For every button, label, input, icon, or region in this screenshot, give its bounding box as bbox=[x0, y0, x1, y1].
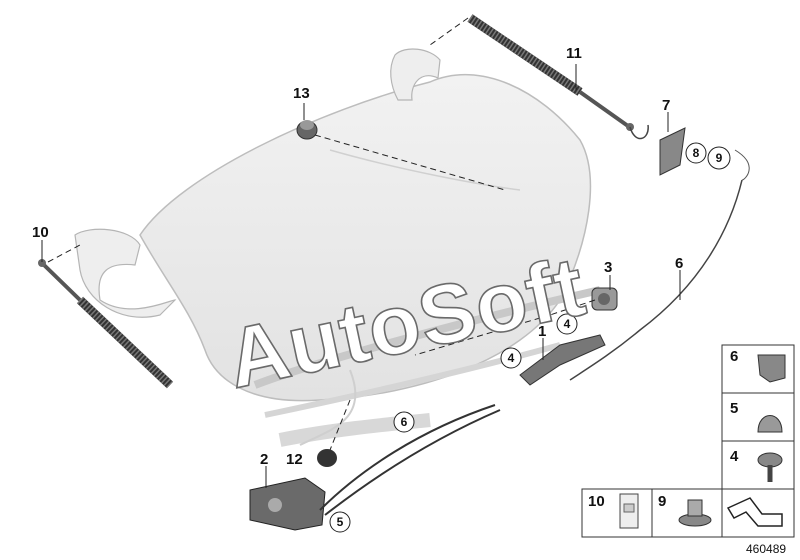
bumper-stop bbox=[296, 120, 318, 140]
leader-lines bbox=[47, 17, 596, 451]
gas-strut-right bbox=[467, 14, 649, 140]
closing-drive bbox=[249, 477, 326, 531]
legend-box-6: 6 bbox=[721, 344, 795, 394]
label-11: 10 bbox=[32, 224, 49, 241]
legend-box-9: 9 bbox=[651, 488, 723, 538]
legend-label-4: 4 bbox=[730, 448, 739, 465]
bowden-cables bbox=[319, 404, 501, 516]
label-5: 5 bbox=[337, 515, 344, 529]
gas-strut-left bbox=[38, 259, 174, 389]
legend-label-9: 9 bbox=[658, 493, 666, 510]
label-9: 8 bbox=[693, 146, 700, 160]
reference-number: 460489 bbox=[746, 542, 786, 556]
label-2: 2 bbox=[260, 451, 268, 468]
emergency-handle bbox=[659, 127, 686, 176]
legend-label-5: 5 bbox=[730, 400, 738, 417]
callout-labels: 13 10 11 7 3 6 1 2 12 bbox=[32, 45, 683, 468]
label-3: 3 bbox=[604, 259, 612, 276]
legend-box-arrow bbox=[721, 488, 795, 538]
label-12: 11 bbox=[566, 45, 582, 62]
label-7: 6 bbox=[675, 255, 683, 272]
release-cable bbox=[569, 149, 750, 381]
latch-assembly bbox=[519, 334, 606, 386]
label-6: 6 bbox=[401, 415, 408, 429]
label-14: 13 bbox=[293, 85, 310, 102]
lock-actuator bbox=[591, 287, 618, 311]
label-10: 9 bbox=[716, 151, 723, 165]
grommet bbox=[317, 449, 337, 467]
hinge-right bbox=[390, 48, 441, 101]
label-13: 12 bbox=[286, 451, 303, 468]
label-8: 7 bbox=[662, 97, 670, 114]
legend-box-5: 5 bbox=[721, 392, 795, 442]
circled-labels: 8 9 4 4 6 5 bbox=[329, 142, 731, 533]
label-4a: 4 bbox=[564, 317, 571, 331]
legend-label-6: 6 bbox=[730, 348, 738, 365]
legend-box-4: 4 bbox=[721, 440, 795, 490]
callout-lines bbox=[41, 64, 681, 488]
legend-box-10: 10 bbox=[581, 488, 653, 538]
label-4b: 4 bbox=[508, 351, 515, 365]
hinge-left bbox=[74, 228, 177, 318]
legend-label-10: 10 bbox=[588, 493, 605, 510]
label-1: 1 bbox=[538, 323, 546, 340]
